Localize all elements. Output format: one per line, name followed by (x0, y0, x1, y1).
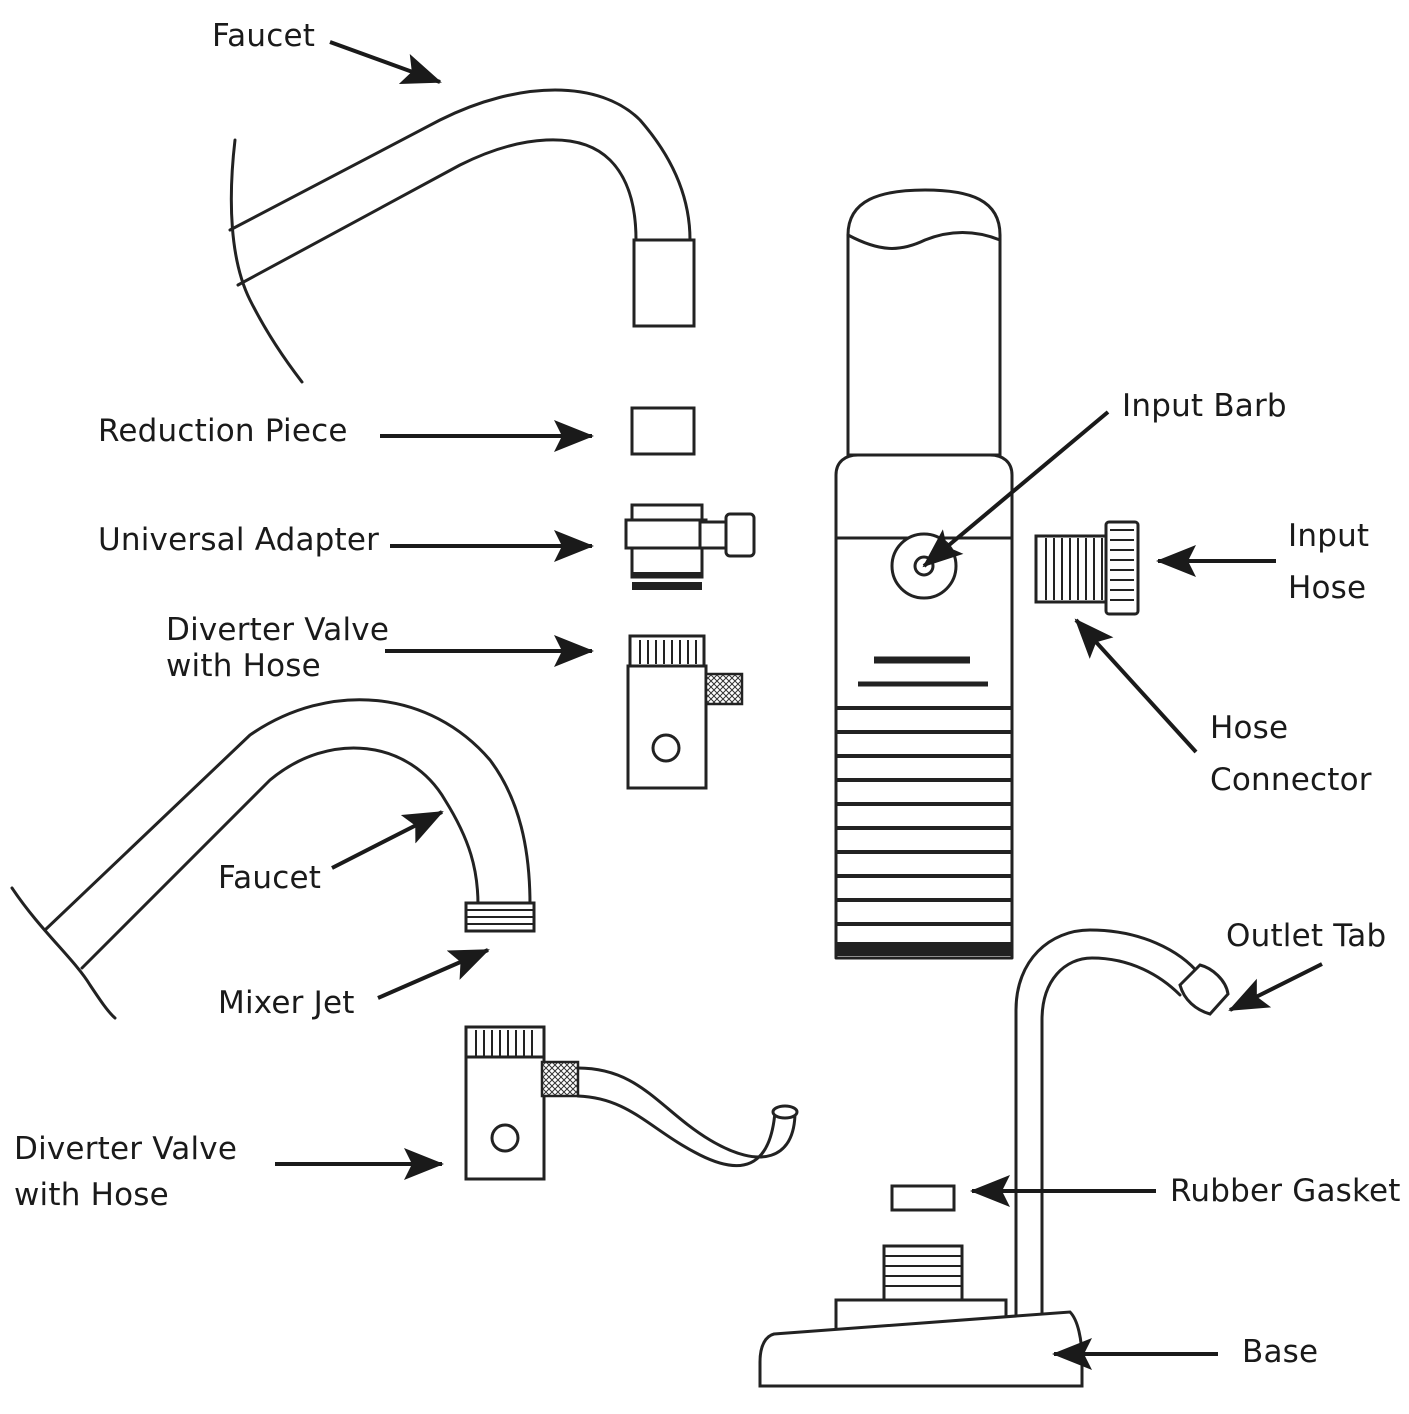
label-diverter-valve-top-line2: with Hose (166, 648, 321, 684)
label-hose-connector-line1: Hose (1210, 710, 1289, 746)
diverter-valve-bottom-drawing (464, 1025, 799, 1181)
arrow-input-barb (922, 410, 1110, 568)
label-input-hose-line1: Input (1288, 518, 1370, 554)
arrow-faucet-top (329, 40, 442, 85)
label-diverter-valve-top-line1: Diverter Valve (166, 612, 390, 648)
label-faucet-bottom: Faucet (218, 860, 322, 896)
base-drawing (758, 928, 1230, 1388)
reduction-piece-drawing (630, 406, 696, 456)
label-faucet-top: Faucet (212, 18, 316, 54)
label-rubber-gasket: Rubber Gasket (1170, 1173, 1401, 1209)
diverter-valve-top-drawing (626, 634, 744, 790)
filter-unit-drawing (834, 188, 1014, 960)
label-input-hose-line2: Hose (1288, 570, 1367, 606)
label-diverter-valve-bottom-line1: Diverter Valve (14, 1131, 238, 1167)
label-input-barb: Input Barb (1122, 388, 1287, 424)
label-hose-connector-line2: Connector (1210, 762, 1372, 798)
label-universal-adapter: Universal Adapter (98, 522, 380, 558)
hose-connector-drawing (1034, 520, 1140, 616)
label-reduction-piece: Reduction Piece (98, 413, 348, 449)
label-diverter-valve-bottom-line2: with Hose (14, 1177, 169, 1213)
arrow-hose-connector (1074, 618, 1198, 754)
arrow-mixer-jet (377, 948, 490, 1000)
arrow-outlet-tab (1228, 962, 1323, 1012)
label-base: Base (1242, 1334, 1319, 1370)
leader-arrows (275, 40, 1323, 1370)
faucet-bottom-drawing (10, 698, 536, 1020)
label-mixer-jet: Mixer Jet (218, 985, 355, 1021)
universal-adapter-drawing (624, 503, 756, 590)
label-outlet-tab: Outlet Tab (1226, 918, 1387, 954)
arrow-faucet-bottom (331, 810, 444, 870)
faucet-top-drawing (228, 88, 696, 384)
